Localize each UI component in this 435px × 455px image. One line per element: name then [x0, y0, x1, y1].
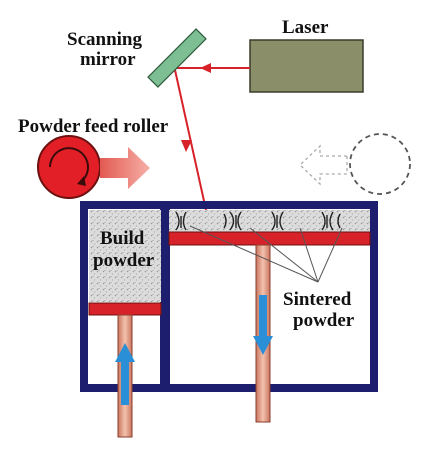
laser-label: Laser: [282, 17, 329, 38]
build-powder-layer: [169, 210, 370, 232]
sintered-powder-label-2: powder: [293, 310, 355, 331]
powder-feed-roller: [37, 135, 101, 199]
feed-piston-plate: [88, 302, 162, 316]
scanning-mirror-label-1: Scanning: [67, 29, 142, 50]
feed-powder: [89, 210, 161, 302]
ghost-arrow-icon: [299, 144, 348, 186]
build-down-arrow-icon: [253, 295, 273, 355]
ghost-roller-icon: [349, 133, 411, 195]
beam-arrow-icon: [200, 63, 211, 73]
clockwise-arrow-icon: [49, 147, 89, 182]
roller-motion-arrow-icon: [100, 147, 150, 189]
sintered-part-marks: [175, 211, 341, 231]
sintered-powder-label-1: Sintered: [283, 289, 352, 310]
scanning-mirror: [147, 28, 207, 88]
rotation-arrowhead-icon: [77, 176, 86, 186]
build-powder-label-2: powder: [93, 250, 155, 271]
build-powder-label-1: Build: [100, 228, 145, 249]
scanning-mirror-label-2: mirror: [80, 49, 136, 70]
laser-body: [249, 39, 364, 93]
sintered-leader-lines: [189, 225, 343, 283]
powder-feed-roller-label: Powder feed roller: [18, 116, 169, 137]
feed-up-arrow-icon: [115, 343, 135, 405]
beam-arrow-down-icon: [181, 140, 192, 152]
